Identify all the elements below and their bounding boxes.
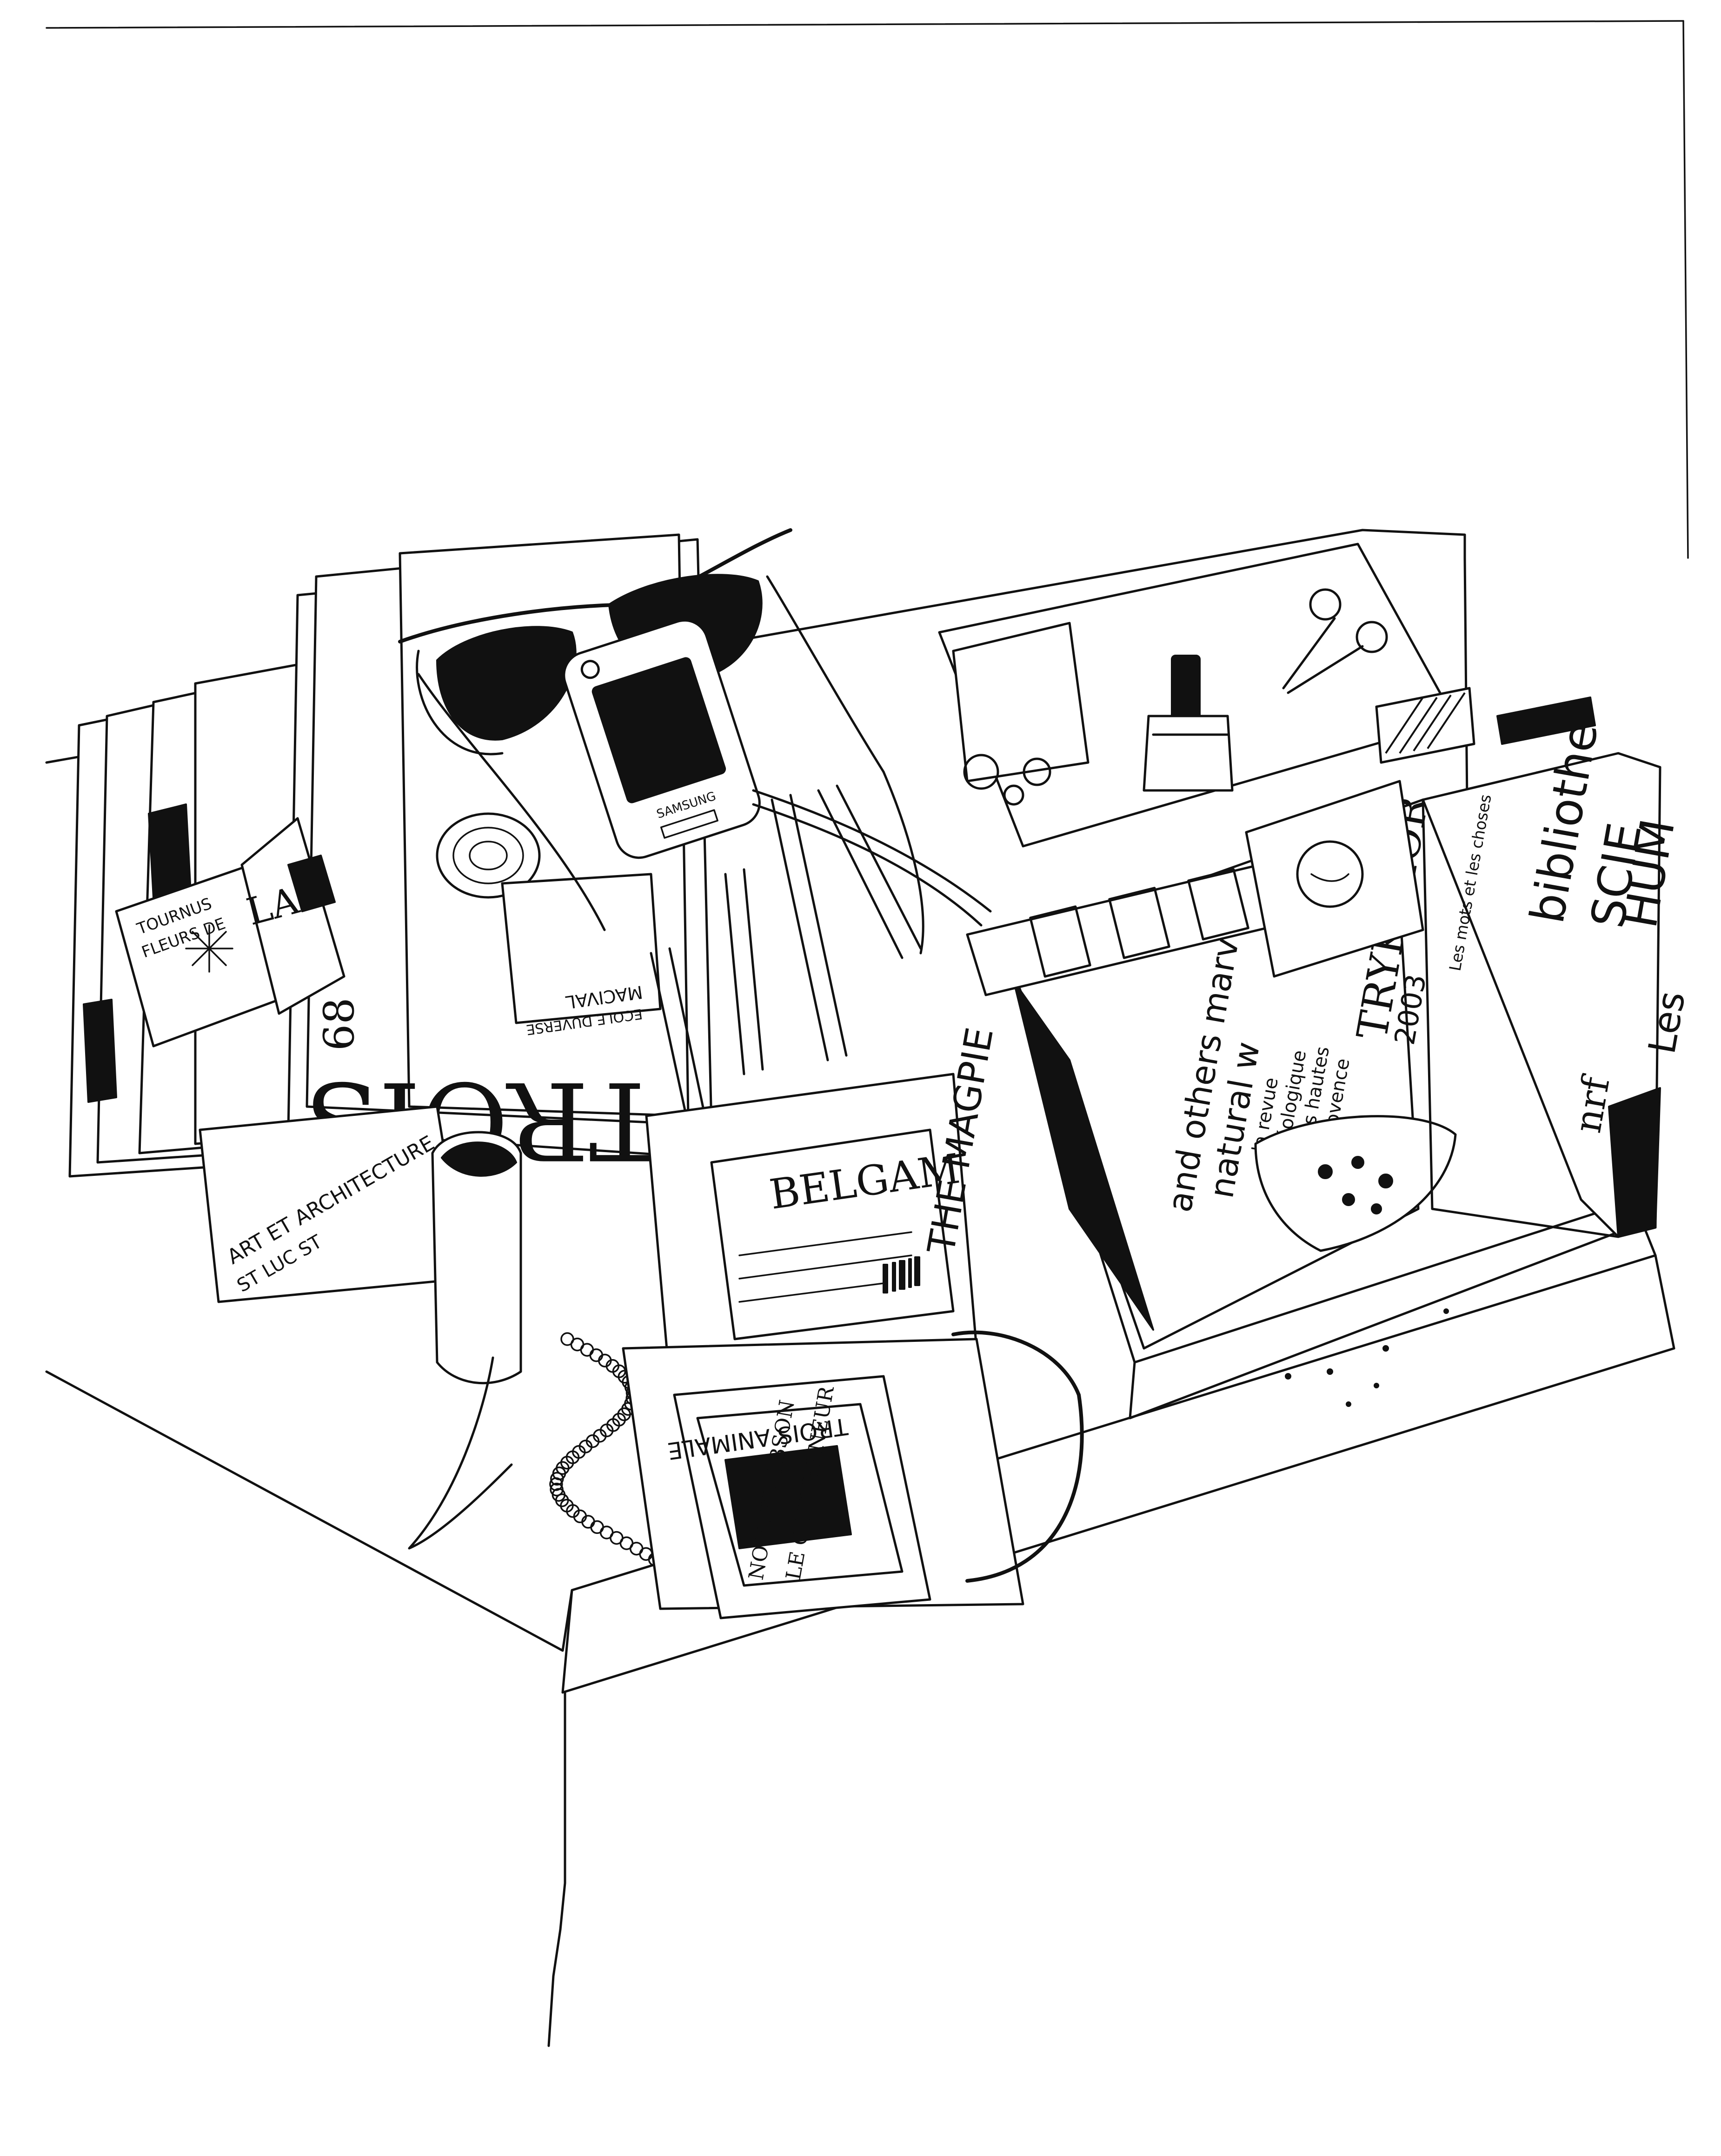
table-dots (1285, 1308, 1449, 1407)
bead (550, 1472, 564, 1486)
la-roll: LA (240, 817, 346, 1015)
portrait-card (1245, 780, 1424, 978)
bead (639, 1547, 653, 1561)
ribbons (650, 784, 992, 1127)
art-architecture-booklet: ART ET ARCHITECTURE ST LUC ST (199, 1105, 466, 1303)
rings (963, 754, 1051, 806)
les-text: Les (1640, 988, 1694, 1057)
bottom-card-stack: TROIS ANIMALE NOUVEL OBSON LE GOUVERNEUR (622, 1338, 1024, 1619)
scissors-icon (1282, 588, 1388, 694)
black-cord (951, 1330, 1084, 1583)
paper-sheet (46, 20, 1689, 559)
paper-tube (431, 1131, 522, 1385)
belgam-card: BELGAM THE MAGPIE (645, 1024, 1002, 1382)
shell-icon (436, 812, 541, 899)
hatched-block (1375, 687, 1475, 764)
trois-issue: 68 (315, 997, 364, 1051)
bead (589, 1348, 604, 1362)
bead (580, 1343, 594, 1357)
snowflake-icon (185, 924, 233, 973)
mobile-phone-icon: SAMSUNG (563, 619, 761, 859)
upper-right-papers (938, 543, 1596, 848)
open-book: and others marv natural w TRYK DIOR 2003… (966, 718, 1694, 1420)
bead-necklace (549, 1332, 688, 1588)
barcode (883, 1256, 920, 1294)
shield-stone (1254, 1115, 1457, 1252)
nail-polish-icon (1143, 655, 1234, 792)
cloth (408, 1356, 513, 1550)
